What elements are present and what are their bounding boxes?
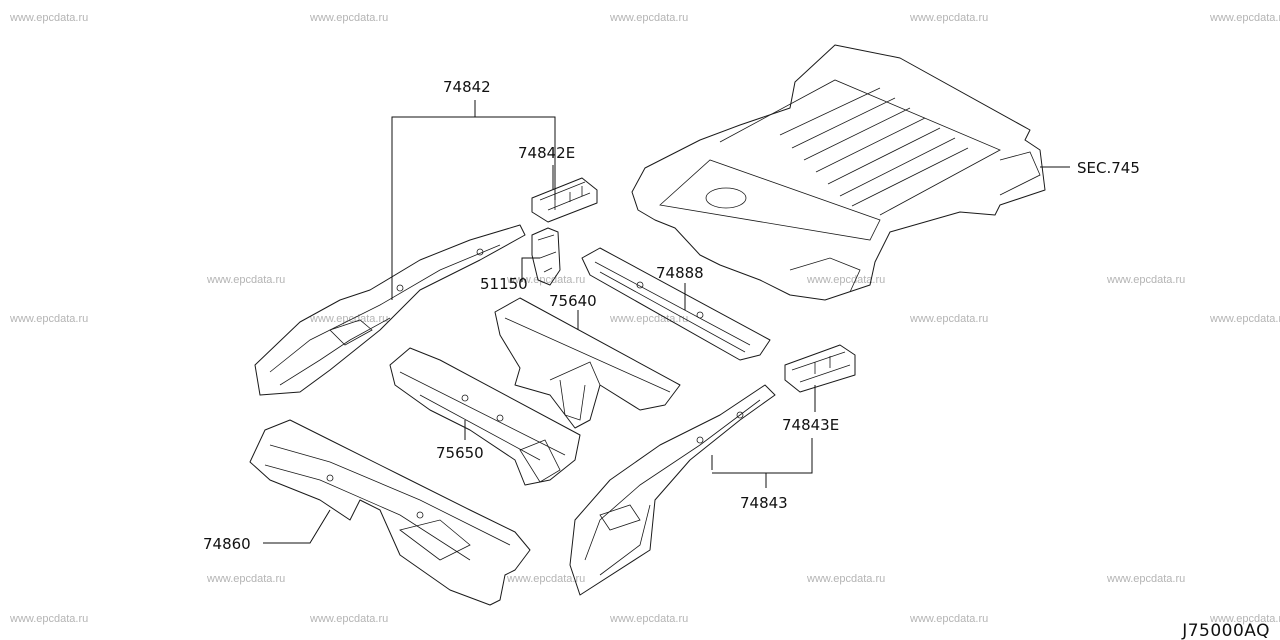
part-number-74860: 74860 xyxy=(203,535,251,553)
watermark: www.epcdata.ru xyxy=(1209,613,1280,625)
watermark: www.epcdata.ru xyxy=(9,613,88,625)
cross-member-75650[interactable] xyxy=(389,347,581,486)
part-number-74888: 74888 xyxy=(656,264,704,282)
part-number-74843E: 74843E xyxy=(782,416,839,434)
cross-member-75640[interactable] xyxy=(494,297,681,429)
watermark: www.epcdata.ru xyxy=(506,573,585,585)
bracket-51150[interactable] xyxy=(531,227,561,286)
watermark: www.epcdata.ru xyxy=(806,274,885,286)
bracket-74842E[interactable] xyxy=(531,177,598,223)
watermark: www.epcdata.ru xyxy=(9,12,88,24)
side-member-74843[interactable] xyxy=(569,384,776,596)
watermark: www.epcdata.ru xyxy=(506,274,585,286)
leader-74843 xyxy=(711,438,813,488)
part-number-51150: 51150 xyxy=(480,275,528,293)
watermark: www.epcdata.ru xyxy=(909,613,988,625)
part-number-75640: 75640 xyxy=(549,292,597,310)
watermark: www.epcdata.ru xyxy=(1209,313,1280,325)
bracket-74843E[interactable] xyxy=(784,344,856,393)
leader-lines xyxy=(263,100,1070,544)
part-number-74843: 74843 xyxy=(740,494,788,512)
rear-floor-panel[interactable] xyxy=(631,44,1046,301)
watermark: www.epcdata.ru xyxy=(609,613,688,625)
cross-member-74888[interactable] xyxy=(581,247,771,361)
part-number-75650: 75650 xyxy=(436,444,484,462)
leader-51150 xyxy=(521,257,540,282)
leader-74860 xyxy=(263,509,331,544)
drawing-number: J75000AQ xyxy=(1181,621,1270,640)
watermark: www.epcdata.ru xyxy=(609,12,688,24)
watermark: www.epcdata.ru xyxy=(309,12,388,24)
watermark: www.epcdata.ru xyxy=(806,573,885,585)
watermark: www.epcdata.ru xyxy=(9,313,88,325)
reference-sec745: SEC.745 xyxy=(1077,159,1140,177)
leader-74842 xyxy=(391,100,556,300)
watermark-layer: www.epcdata.ru www.epcdata.ru www.epcdat… xyxy=(9,12,1280,625)
watermark: www.epcdata.ru xyxy=(309,613,388,625)
watermark: www.epcdata.ru xyxy=(909,12,988,24)
watermark: www.epcdata.ru xyxy=(206,274,285,286)
rear-cross-member-74860[interactable] xyxy=(249,419,531,606)
watermark: www.epcdata.ru xyxy=(609,313,688,325)
part-number-74842: 74842 xyxy=(443,78,491,96)
part-labels: 74842 74842E 51150 75640 74888 75650 SEC… xyxy=(203,78,1140,553)
part-number-74842E: 74842E xyxy=(518,144,575,162)
watermark: www.epcdata.ru xyxy=(1106,573,1185,585)
watermark: www.epcdata.ru xyxy=(909,313,988,325)
side-member-74842[interactable] xyxy=(254,224,526,396)
watermark: www.epcdata.ru xyxy=(309,313,388,325)
watermark: www.epcdata.ru xyxy=(1106,274,1185,286)
watermark: www.epcdata.ru xyxy=(1209,12,1280,24)
watermark: www.epcdata.ru xyxy=(206,573,285,585)
